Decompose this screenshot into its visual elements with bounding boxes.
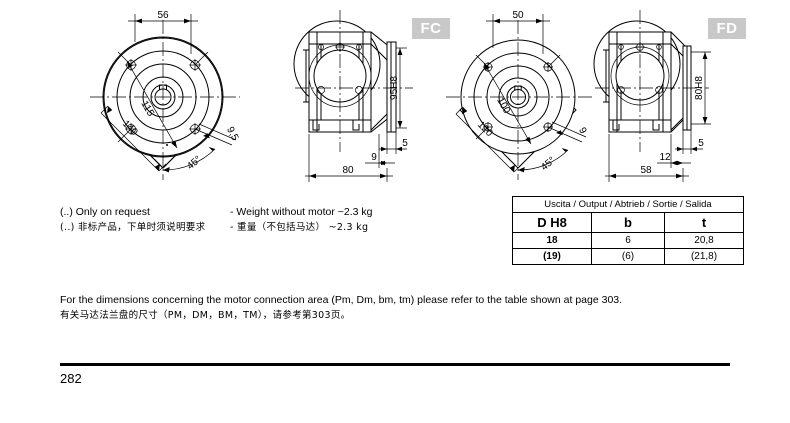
cell-d-1: (19) bbox=[512, 248, 592, 265]
note-request-cn: (..) 非标产品，下单时须说明要求 bbox=[60, 222, 206, 233]
dim-fd-length: 58 bbox=[640, 165, 652, 176]
note-request-en: (..) Only on request bbox=[60, 206, 150, 218]
output-dimensions-table: Uscita / Output / Abtrieb / Sortie / Sal… bbox=[512, 196, 744, 265]
dim-fc-top-width: 56 bbox=[157, 10, 169, 21]
cell-b-1: (6) bbox=[591, 248, 665, 265]
cell-b-0: 6 bbox=[591, 232, 665, 249]
table-row: 18 6 20,8 bbox=[512, 232, 744, 249]
dim-fd-spigot: 80H8 bbox=[694, 76, 705, 100]
dim-fc-hole-dia: 9,5 bbox=[224, 125, 240, 143]
table-col-b: b bbox=[591, 212, 665, 233]
badge-fd: FD bbox=[708, 18, 746, 39]
cell-t-0: 20,8 bbox=[664, 232, 744, 249]
drawing-fc-flange-view: 56 115 140 9,5 45° bbox=[60, 2, 300, 202]
drawing-fc-section-view: 95H8 5 9 80 bbox=[293, 2, 430, 202]
table-col-d: D H8 bbox=[512, 212, 592, 233]
dim-fc-flange-thk: 5 bbox=[402, 138, 408, 149]
note-row-request: (..) Only on request - Weight without mo… bbox=[60, 205, 460, 220]
footer-rule bbox=[60, 363, 730, 366]
table-column-row: D H8 b t bbox=[512, 212, 744, 233]
note-row-request-cn: (..) 非标产品，下单时须说明要求 - 重量（不包括马达） ~2.3 kg bbox=[60, 220, 460, 235]
dim-fd-angle: 45° bbox=[539, 155, 558, 173]
dim-fc-angle: 45° bbox=[185, 154, 204, 172]
page-number: 282 bbox=[60, 371, 82, 386]
table-col-t: t bbox=[664, 212, 744, 233]
note-weight-cn: - 重量（不包括马达） ~2.3 kg bbox=[230, 222, 369, 233]
table-header-row: Uscita / Output / Abtrieb / Sortie / Sal… bbox=[512, 196, 744, 213]
badge-fc-label: FC bbox=[420, 20, 442, 37]
dim-fd-top-width: 50 bbox=[512, 10, 524, 21]
dim-fc-spigot: 95H8 bbox=[389, 76, 400, 100]
table-row: (19) (6) (21,8) bbox=[512, 248, 744, 265]
dim-fc-length: 80 bbox=[342, 165, 354, 176]
motor-note-cn: 有关马达法兰盘的尺寸（PM，DM，BM，TM），请参考第303页。 bbox=[60, 310, 351, 321]
badge-fc: FC bbox=[412, 18, 450, 39]
drawing-fd-flange-view: 50 100 120 9 45° bbox=[430, 2, 620, 202]
badge-fd-label: FD bbox=[716, 20, 738, 37]
note-weight-en: - Weight without motor ~2.3 kg bbox=[230, 206, 373, 218]
notes-block: (..) Only on request - Weight without mo… bbox=[60, 205, 460, 235]
dim-fd-step: 12 bbox=[659, 152, 671, 163]
table-header-title: Uscita / Output / Abtrieb / Sortie / Sal… bbox=[512, 196, 744, 213]
cell-t-1: (21,8) bbox=[664, 248, 744, 265]
motor-note-en: For the dimensions concerning the motor … bbox=[60, 294, 623, 306]
dim-fd-flange-thk: 5 bbox=[698, 138, 704, 149]
dim-fc-step: 9 bbox=[371, 152, 377, 163]
motor-connection-note: For the dimensions concerning the motor … bbox=[60, 293, 622, 323]
drawing-fd-section-view: 80H8 5 12 58 bbox=[593, 2, 735, 202]
dim-fd-hole-dia: 9 bbox=[576, 126, 589, 136]
cell-d-0: 18 bbox=[512, 232, 592, 249]
